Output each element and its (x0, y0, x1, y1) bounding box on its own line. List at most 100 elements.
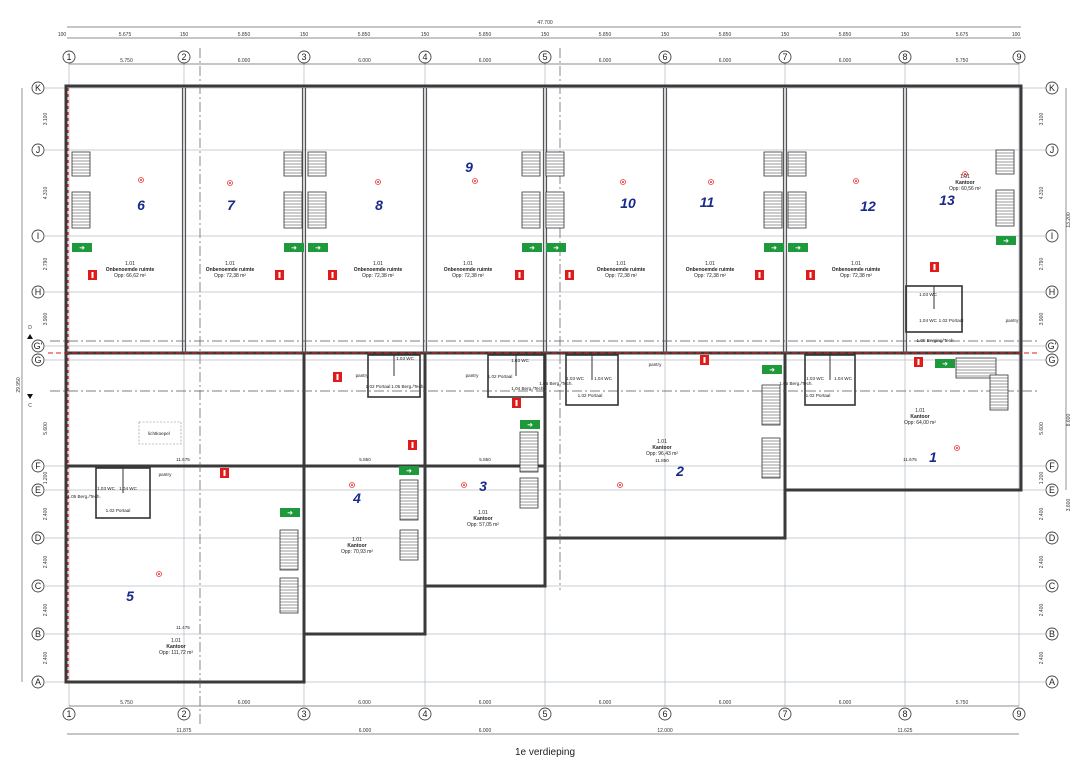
smoke-detector-dot (956, 447, 958, 449)
grid-label: 2 (181, 709, 186, 719)
dim-label: 5.750 (956, 58, 969, 64)
grid-bubble (1045, 285, 1059, 299)
grid-bubble (31, 81, 45, 95)
dim-label: 6.000 (599, 700, 612, 706)
dim-label: 2.400 (1039, 556, 1045, 569)
room-code: 1.01 (657, 439, 667, 445)
grid-label: I (1051, 231, 1054, 241)
emergency-exit-sign (788, 243, 808, 252)
grid-bubble (1045, 81, 1059, 95)
grid-label: 6 (662, 709, 667, 719)
dim-label: 6.000 (238, 700, 251, 706)
room-area: Opp: 70,93 m² (341, 549, 373, 555)
smoke-detector-icon (349, 482, 355, 488)
annotation-label: 1.03 WC (806, 376, 825, 381)
dim-label: 4.310 (1039, 187, 1045, 200)
room-area: Opp: 66,62 m² (114, 273, 146, 279)
grid-label: 8 (902, 709, 907, 719)
grid-bubble (31, 531, 45, 545)
dim-label: 3.100 (1039, 113, 1045, 126)
grid-bubble (898, 50, 912, 64)
smoke-detector-dot (377, 181, 379, 183)
drawing-caption: 1e verdieping (515, 747, 575, 758)
emergency-exit-sign (72, 243, 92, 252)
smoke-detector-dot (474, 180, 476, 182)
grid-bubble (898, 707, 912, 721)
annotation-label: 1.03 WC (396, 356, 415, 361)
dim-label: 5.750 (120, 58, 133, 64)
grid-bubble (658, 50, 672, 64)
grid-bubble (31, 459, 45, 473)
room-name: Kantoor (473, 516, 492, 522)
exit-arrow-icon: ➜ (553, 245, 559, 252)
emergency-exit-sign (284, 243, 304, 252)
dim-label: 5.750 (956, 700, 969, 706)
exit-arrow-icon: ➜ (406, 468, 412, 475)
smoke-detector-dot (351, 484, 353, 486)
grid-label: G' (1048, 341, 1057, 351)
grid-label: 7 (782, 709, 787, 719)
grid-bubble (177, 707, 191, 721)
dim-label: 11.875 (177, 728, 192, 734)
grid-bubble (1045, 353, 1059, 367)
room-area: Opp: 64,00 m² (904, 420, 936, 426)
fire-extinguisher-glyph (515, 400, 518, 406)
annotation-label: 1.03 WC (919, 292, 938, 297)
smoke-detector-dot (229, 182, 231, 184)
dim-label: 5.850 (719, 32, 732, 38)
fire-extinguisher-glyph (331, 272, 334, 278)
room-code: 1.01 (960, 174, 970, 180)
room-area: Opp: 72,38 m² (452, 273, 484, 279)
grid-bubble (538, 707, 552, 721)
annotation-label: 1.03 WC (511, 358, 530, 363)
room-code: 1.01 (705, 261, 715, 267)
grid-label: C (35, 581, 42, 591)
emergency-exit-sign (399, 466, 419, 475)
dim-label: 100 (58, 32, 67, 38)
smoke-detector-icon (708, 179, 714, 185)
annotation-label: 1.04 WC (834, 376, 853, 381)
fire-extinguisher-glyph (223, 470, 226, 476)
room-name: Onbenoemde ruimte (206, 267, 255, 273)
grid-label: F (1049, 461, 1055, 471)
room-code: 1.01 (478, 510, 488, 516)
grid-label: 9 (1016, 52, 1021, 62)
grid-bubble (1045, 627, 1059, 641)
room-name: Onbenoemde ruimte (444, 267, 493, 273)
smoke-detector-icon (472, 178, 478, 184)
dim-label: 6.000 (839, 700, 852, 706)
room-name: Onbenoemde ruimte (832, 267, 881, 273)
grid-label: H (1049, 287, 1056, 297)
smoke-detector-dot (964, 173, 966, 175)
dim-label: 2.400 (1039, 604, 1045, 617)
annotation-label: 1.04 WC (919, 318, 938, 323)
grid-bubble (177, 50, 191, 64)
fire-extinguisher-glyph (91, 272, 94, 278)
annotation-label: 11.675 (176, 457, 190, 462)
dim-label: 5.600 (1039, 422, 1045, 435)
annotation-label: 1.02 Portaal (939, 318, 964, 323)
dim-label: 2.790 (1039, 258, 1045, 271)
grid-label: 8 (902, 52, 907, 62)
grid-label: K (35, 83, 41, 93)
room-code: 1.01 (225, 261, 235, 267)
dim-label: 6.000 (599, 58, 612, 64)
emergency-exit-sign (280, 508, 300, 517)
grid-label: B (1049, 629, 1055, 639)
exit-arrow-icon: ➜ (942, 361, 948, 368)
smoke-detector-icon (620, 179, 626, 185)
room-name: Kantoor (347, 543, 366, 549)
dim-label: 150 (180, 32, 189, 38)
dim-label: 5.850 (238, 32, 251, 38)
unit-number: 9 (465, 159, 473, 175)
grid-bubble (31, 353, 45, 367)
exit-arrow-icon: ➜ (529, 245, 535, 252)
dim-label: 150 (541, 32, 550, 38)
room-area: Opp: 72,38 m² (362, 273, 394, 279)
fire-extinguisher-glyph (568, 272, 571, 278)
emergency-exit-sign (996, 236, 1016, 245)
emergency-exit-sign (764, 243, 784, 252)
grid-label: I (37, 231, 40, 241)
grid-label: 5 (542, 709, 547, 719)
